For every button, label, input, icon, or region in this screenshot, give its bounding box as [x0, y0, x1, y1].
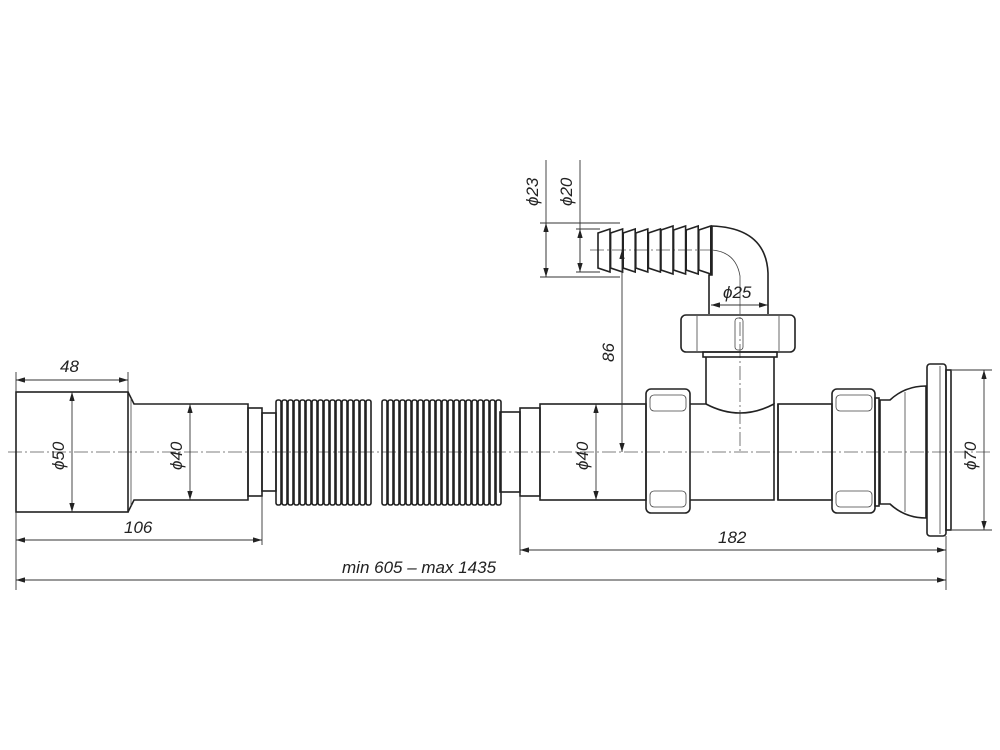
- corrugation-rib: [387, 399, 394, 506]
- corrugated-pipe: [275, 399, 502, 506]
- corrugation-rib: [299, 399, 306, 506]
- corrugation-rib: [441, 399, 448, 506]
- barb-ring: [597, 227, 611, 274]
- dim-hose-outer-diameter: ϕ23: [523, 177, 542, 206]
- corrugation-rib: [489, 399, 496, 506]
- corrugation-rib: [417, 399, 424, 506]
- corrugation-rib: [471, 399, 478, 506]
- corrugation-rib: [411, 399, 418, 506]
- dim-hose-inner-diameter: ϕ20: [557, 177, 576, 206]
- dim-pipe-diameter-left: ϕ40: [167, 441, 186, 470]
- dim-elbow-diameter: ϕ25: [723, 283, 752, 302]
- corrugation-rib: [405, 399, 412, 506]
- corrugation-rib: [317, 399, 324, 506]
- hose-elbow: [708, 225, 769, 314]
- barb-ring: [685, 224, 699, 276]
- corrugation-rib: [393, 399, 400, 506]
- union-nut-top: [680, 314, 796, 358]
- corrugation-rib: [311, 399, 318, 506]
- dim-socket-diameter: ϕ50: [49, 441, 68, 470]
- corrugation-rib: [353, 399, 360, 506]
- barb-ring: [672, 224, 687, 276]
- barb-ring: [635, 227, 649, 274]
- corrugation-rib: [359, 399, 366, 506]
- barb-ring: [622, 227, 636, 274]
- corrugation-rib: [447, 399, 454, 506]
- barb-ring: [647, 227, 662, 274]
- dim-right-length: 182: [718, 528, 747, 547]
- corrugation-rib: [275, 399, 282, 506]
- corrugation-rib: [399, 399, 406, 506]
- corrugation-rib: [465, 399, 472, 506]
- corrugation-rib: [423, 399, 430, 506]
- barb-ring: [609, 227, 624, 274]
- dim-total-length: min 605 – max 1435: [342, 558, 497, 577]
- corrugation-rib: [323, 399, 330, 506]
- dim-flange-diameter: ϕ70: [961, 441, 980, 470]
- barb-ring: [698, 224, 712, 276]
- corrugation-rib: [347, 399, 354, 506]
- corrugation-rib: [453, 399, 460, 506]
- corrugation-rib: [287, 399, 294, 506]
- dim-left-length: 106: [124, 518, 153, 537]
- corrugation-rib: [459, 399, 466, 506]
- corrugation-rib: [281, 399, 288, 506]
- union-nut-right: [831, 388, 876, 514]
- dim-socket-length: 48: [60, 357, 79, 376]
- corrugation-rib: [329, 399, 336, 506]
- corrugation-rib: [429, 399, 436, 506]
- tee-body: [690, 357, 833, 501]
- corrugation-rib: [293, 399, 300, 506]
- barb-ring: [660, 224, 674, 276]
- corrugation-rib: [335, 399, 342, 506]
- dim-pipe-diameter-right: ϕ40: [573, 441, 592, 470]
- corrugation-rib: [381, 399, 388, 506]
- corrugation-rib: [495, 399, 502, 506]
- corrugation-rib: [435, 399, 442, 506]
- corrugation-rib: [305, 399, 312, 506]
- union-nut-left: [645, 388, 691, 514]
- outlet-flange: [874, 363, 952, 537]
- dim-outlet-height: 86: [599, 343, 618, 362]
- corrugation-rib: [477, 399, 484, 506]
- corrugation-rib: [341, 399, 348, 506]
- dimension-lines: [15, 160, 992, 590]
- corrugation-rib: [483, 399, 490, 506]
- corrugation-rib: [365, 399, 372, 506]
